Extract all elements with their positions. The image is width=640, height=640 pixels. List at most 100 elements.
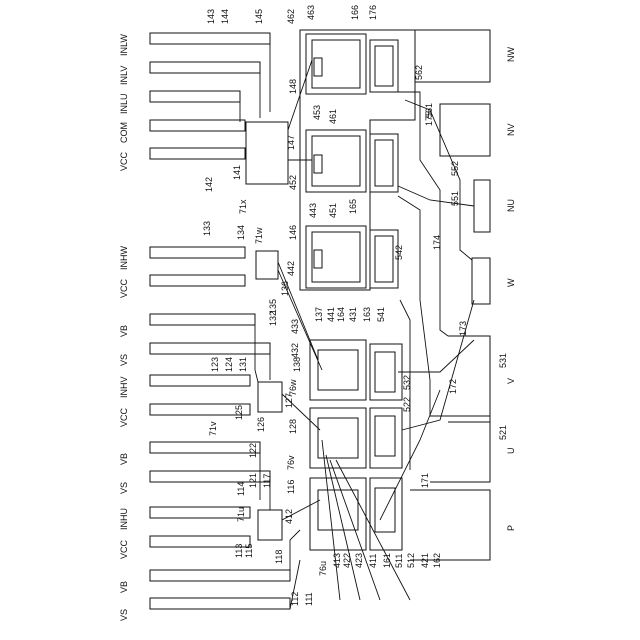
ref-number: 531 [498, 353, 508, 368]
ref-number: 164 [336, 307, 346, 322]
ref-number: 143 [206, 9, 216, 24]
ref-number: 148 [288, 79, 298, 94]
left-pin-label: INLW [119, 34, 129, 56]
ref-number: 136 [280, 281, 290, 296]
ref-number: 412 [284, 509, 294, 524]
ref-number: 441 [326, 307, 336, 322]
ref-number: 131 [238, 357, 248, 372]
ref-number: 121 [248, 473, 258, 488]
ref-number: 552 [450, 161, 460, 176]
right-pin-label: NW [506, 47, 516, 62]
reference-numbers: 14314414546246316617614814714614114271x1… [202, 5, 508, 606]
ref-number: 166 [350, 5, 360, 20]
ref-number: 453 [312, 105, 322, 120]
ref-number: 452 [288, 175, 298, 190]
right-pin-label: NV [506, 123, 516, 136]
ref-number: 123 [210, 357, 220, 372]
right-pin-label: V [506, 378, 516, 384]
ref-number: 462 [286, 9, 296, 24]
ref-number: 422 [342, 553, 352, 568]
ref-number: 118 [274, 550, 284, 564]
ref-number: 147 [286, 135, 296, 150]
ref-number: 128 [288, 419, 298, 434]
ref-number: 522 [402, 397, 412, 412]
ref-number: 142 [204, 177, 214, 192]
ref-number: 512 [406, 553, 416, 568]
ref-number: 174 [432, 235, 442, 250]
ref-number: 71w [254, 227, 264, 244]
left-pin-label: VB [119, 325, 129, 337]
ic-v [258, 382, 282, 412]
left-pin-label: VB [119, 453, 129, 465]
ref-number: 71u [236, 507, 246, 522]
ref-number: 521 [498, 425, 508, 440]
left-pin-label: VB [119, 581, 129, 593]
left-pin-label: VS [119, 482, 129, 494]
ref-number: 122 [248, 443, 258, 458]
ref-number: 76w [288, 379, 298, 396]
left-pin-label: VCC [119, 151, 129, 171]
left-pin-label: VCC [119, 407, 129, 427]
ref-number: 144 [220, 9, 230, 24]
ref-number: 116 [286, 480, 296, 494]
ref-number: 551 [450, 191, 460, 206]
ref-number: 163 [362, 307, 372, 322]
ref-number: 113 [234, 544, 244, 558]
left-pin-label: INLV [119, 66, 129, 85]
ref-number: 511 [394, 554, 404, 568]
ref-number: 562 [414, 65, 424, 80]
left-pin-label: COM [119, 122, 129, 143]
ref-number: 432 [290, 343, 300, 358]
ref-number: 134 [236, 225, 246, 240]
ref-number: 132 [268, 311, 278, 326]
ref-number: 71v [208, 421, 218, 436]
ref-number: 112 [290, 592, 300, 606]
ref-number: 165 [348, 199, 358, 214]
ref-number: 451 [328, 203, 338, 218]
ref-number: 413 [332, 553, 342, 568]
ref-number: 133 [202, 221, 212, 236]
ref-number: 463 [306, 5, 316, 20]
left-pin-label: VCC [119, 539, 129, 559]
ref-number: 125 [234, 405, 244, 420]
high-side-islands [310, 340, 402, 550]
ref-number: 172 [448, 379, 458, 394]
ref-number: 532 [402, 375, 412, 390]
right-pin-label: W [506, 278, 516, 287]
ref-number: 541 [376, 307, 386, 322]
ref-number: 173 [458, 321, 468, 336]
ref-number: 171 [420, 473, 430, 488]
ic-u [258, 510, 282, 540]
right-pin-label: NU [506, 199, 516, 212]
ref-number: 76u [318, 561, 328, 576]
right-pin-labels: NWNVNUWVUP [506, 47, 516, 531]
ref-number: 162 [432, 553, 442, 568]
ref-number: 442 [286, 261, 296, 276]
left-pin-label: VS [119, 609, 129, 621]
ic-w [256, 251, 278, 279]
ic-low-side [246, 122, 288, 184]
ref-number: 433 [290, 319, 300, 334]
left-pin-label: VS [119, 354, 129, 366]
ref-number: 117 [262, 474, 272, 488]
ref-number: 111 [304, 592, 314, 606]
ref-number: 126 [256, 417, 266, 432]
ref-number: 124 [224, 357, 234, 372]
left-pin-label: INHU [119, 508, 129, 530]
ref-number: 141 [232, 165, 242, 180]
left-pin-label: INLU [119, 93, 129, 114]
ref-number: 161 [382, 553, 392, 568]
right-pin-label: P [506, 525, 516, 531]
left-pin-label: INHV [119, 376, 129, 398]
ref-number: 175 [424, 111, 434, 126]
left-pin-label: VCC [119, 278, 129, 298]
ref-number: 411 [368, 554, 378, 568]
ref-number: 115 [244, 544, 254, 558]
ref-number: 76v [286, 455, 296, 470]
ref-number: 542 [394, 245, 404, 260]
ref-number: 137 [314, 307, 324, 322]
ref-number: 423 [354, 553, 364, 568]
ref-number: 176 [368, 5, 378, 20]
ref-number: 138 [292, 357, 302, 372]
